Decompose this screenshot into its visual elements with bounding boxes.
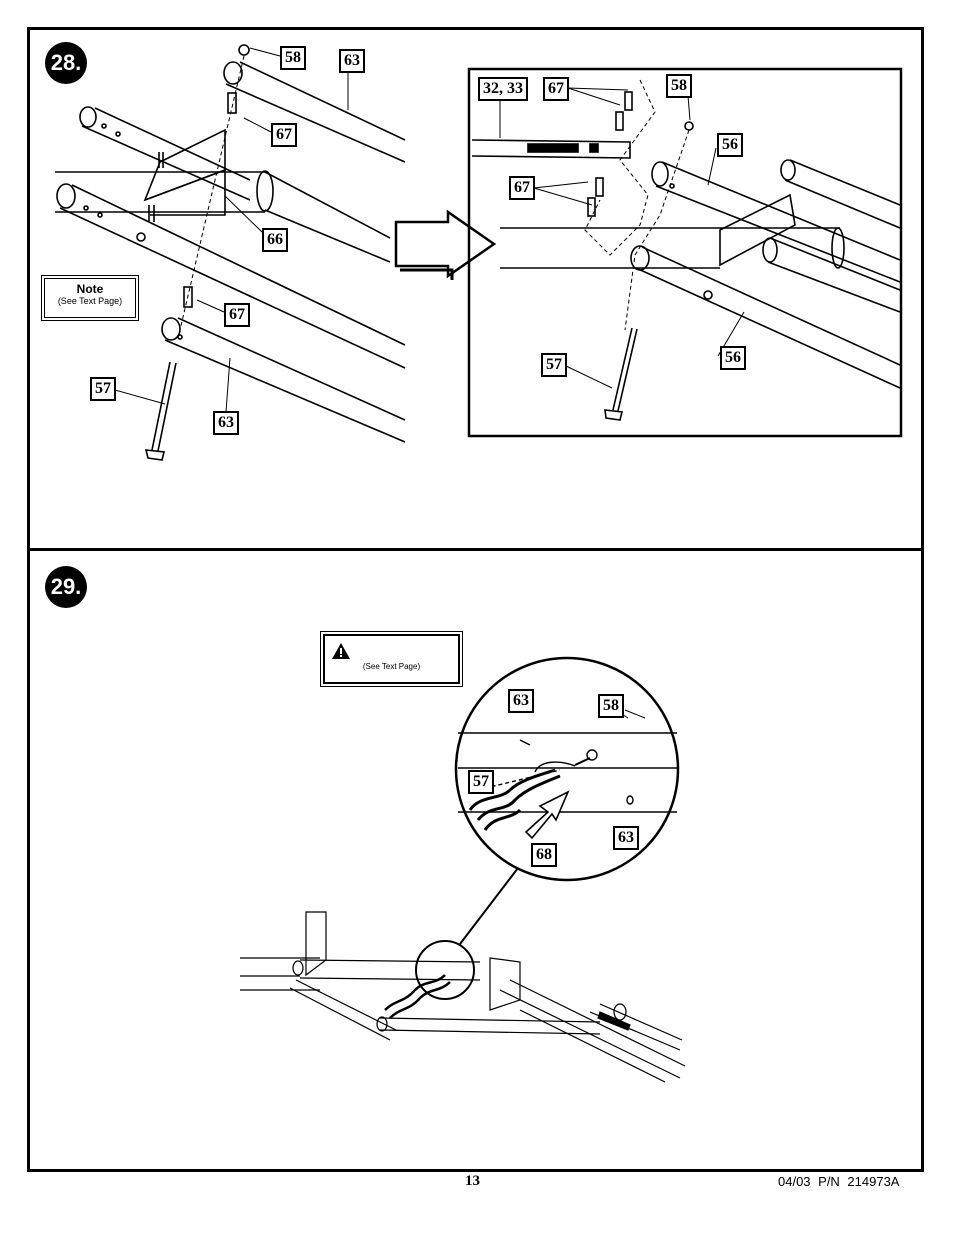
part-58-callout: 58 xyxy=(280,46,306,70)
part-63-callout: 63 xyxy=(613,826,639,850)
part-67-callout: 67 xyxy=(509,176,535,200)
note-box: Note (See Text Page) xyxy=(41,275,139,321)
warning-subtitle: (See Text Page) xyxy=(362,662,421,671)
page-number: 13 xyxy=(465,1173,480,1189)
part-57-callout: 57 xyxy=(90,377,116,401)
part-67-callout: 67 xyxy=(543,77,569,101)
part-67-callout: 67 xyxy=(271,123,297,147)
part-56-callout: 56 xyxy=(720,346,746,370)
warning-box: (See Text Page) xyxy=(320,631,463,687)
part-57-callout: 57 xyxy=(541,353,567,377)
part-32-33-callout: 32, 33 xyxy=(478,77,528,101)
part-67-callout: 67 xyxy=(224,303,250,327)
step-28-badge: 28. xyxy=(45,42,87,84)
part-63-callout: 63 xyxy=(508,689,534,713)
part-63-callout: 63 xyxy=(213,411,239,435)
part-number: 04/03 P/N 214973A xyxy=(778,1174,900,1189)
step-29-badge: 29. xyxy=(45,566,87,608)
warning-triangle-icon xyxy=(332,643,350,659)
part-58-callout: 58 xyxy=(598,694,624,718)
part-56-callout: 56 xyxy=(717,133,743,157)
note-title: Note xyxy=(76,282,104,296)
part-57-callout: 57 xyxy=(468,770,494,794)
part-66-callout: 66 xyxy=(262,228,288,252)
step-28-panel xyxy=(27,27,924,551)
part-58-callout: 58 xyxy=(666,74,692,98)
part-63-callout: 63 xyxy=(339,49,365,73)
step-29-panel xyxy=(27,548,924,1172)
note-subtitle: (See Text Page) xyxy=(57,296,123,306)
part-68-callout: 68 xyxy=(531,843,557,867)
